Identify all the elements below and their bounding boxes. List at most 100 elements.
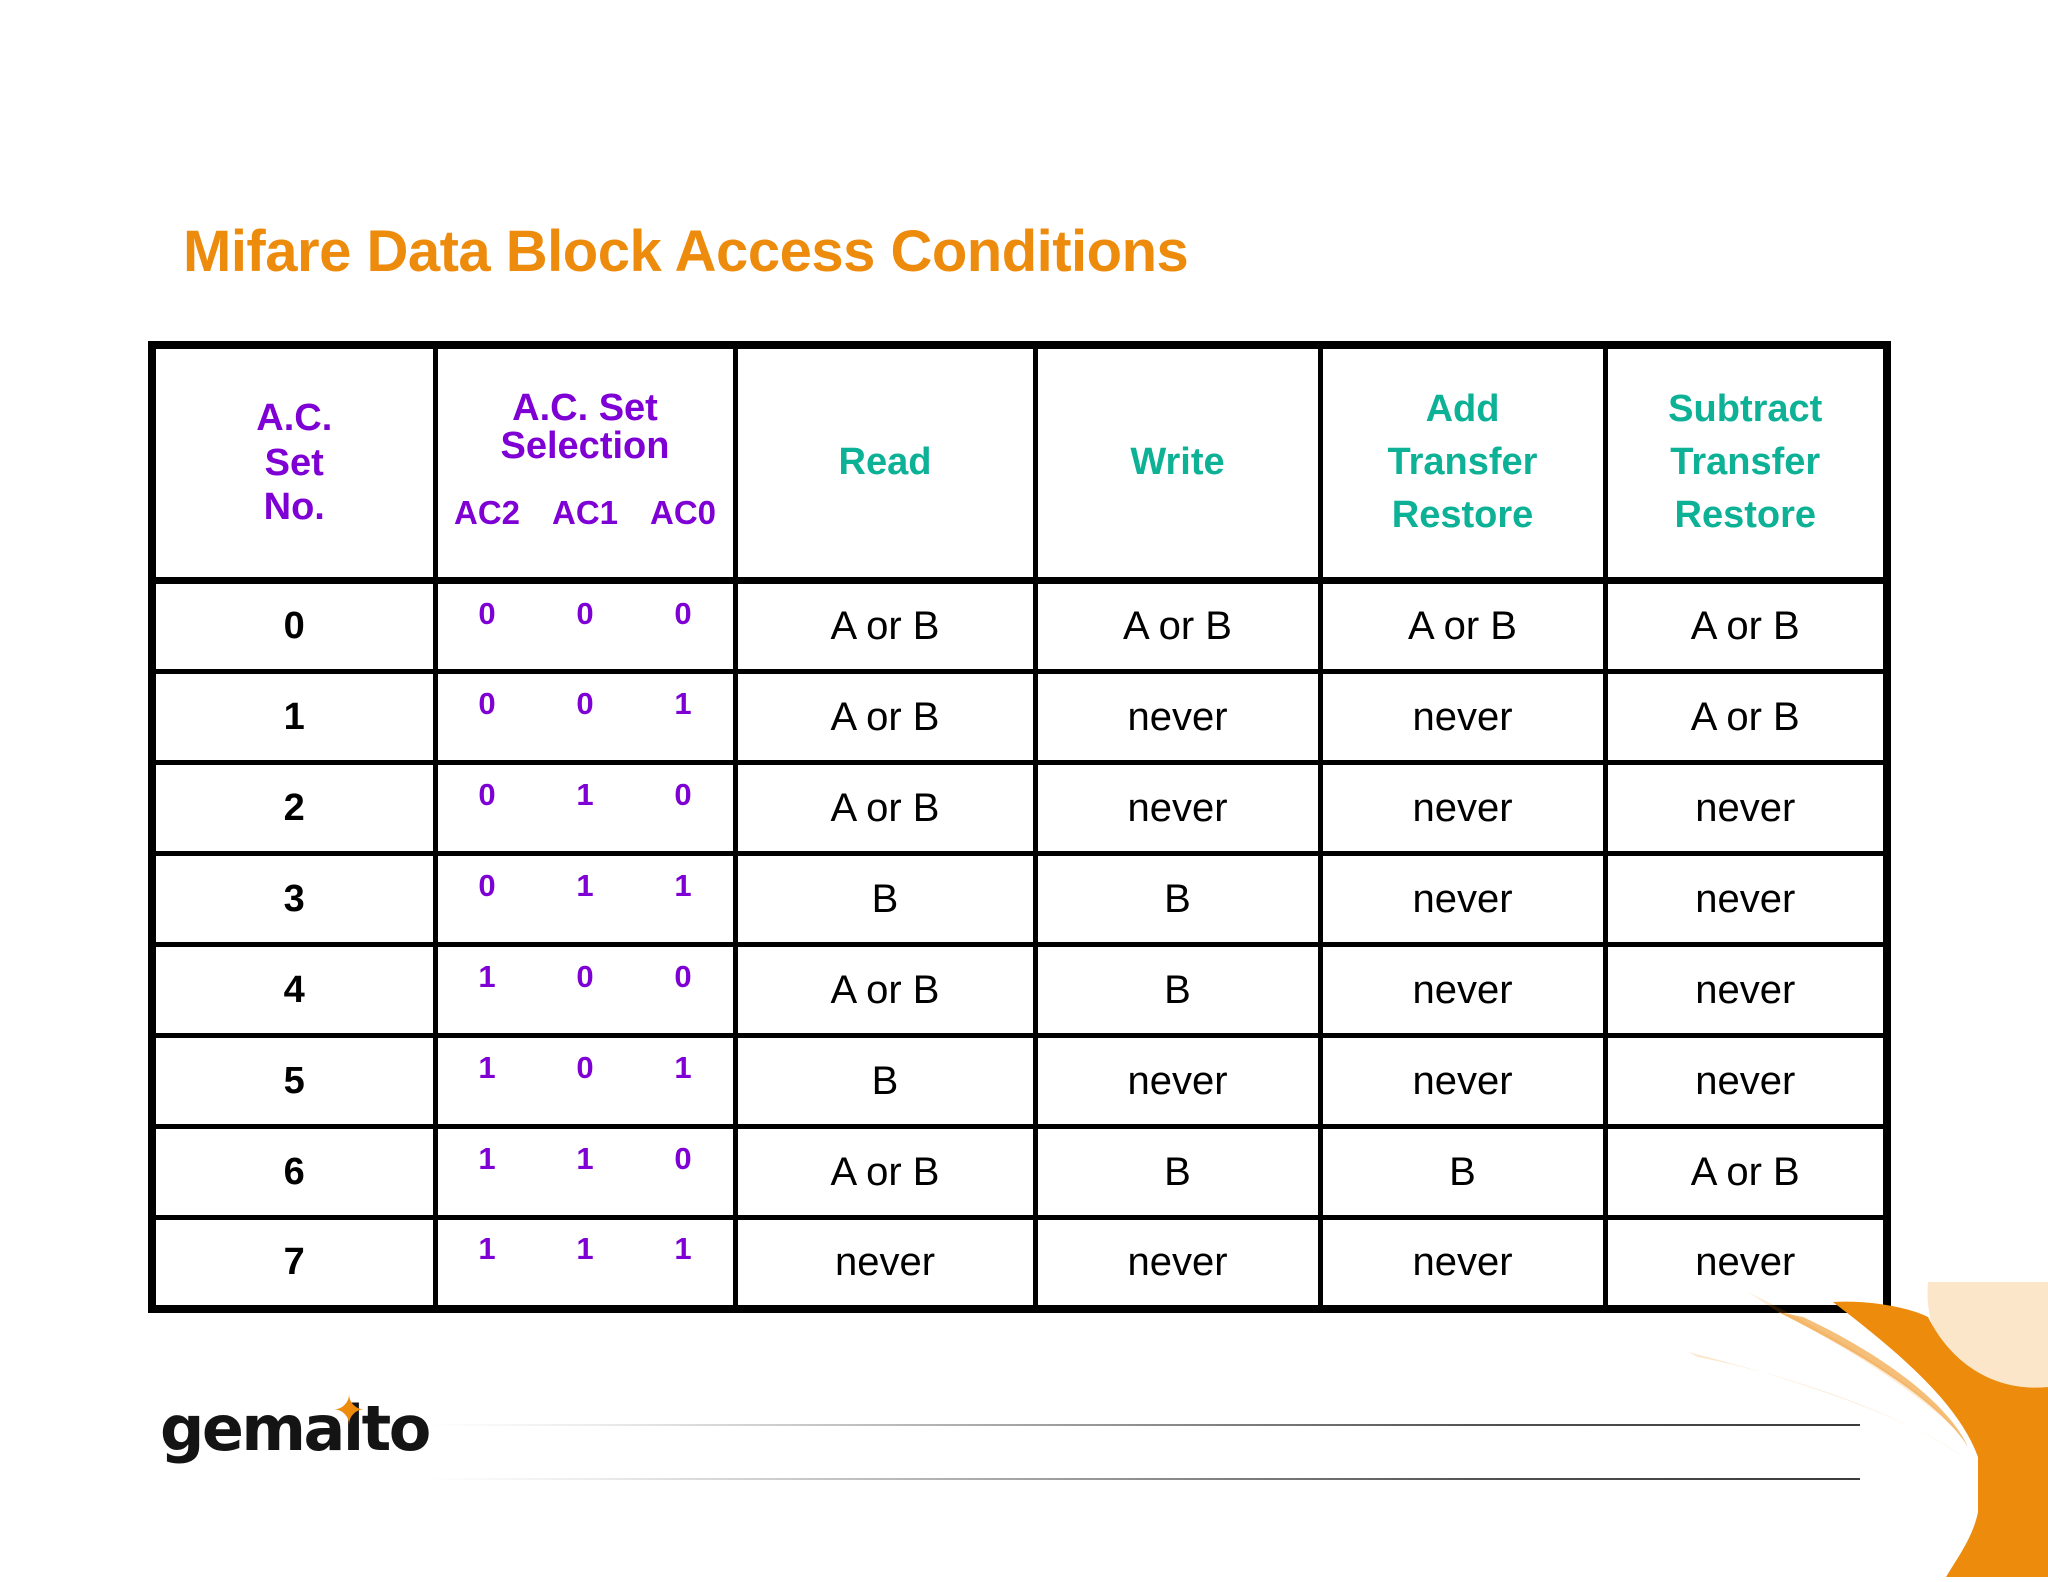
cell-bit-ac2: 1 bbox=[478, 959, 496, 994]
cell-ac-bits: 1 0 1 bbox=[435, 1035, 738, 1129]
cell-bit-ac2: 1 bbox=[478, 1050, 496, 1085]
cell-bit-ac1: 1 bbox=[576, 1141, 594, 1176]
cell-subtract: never bbox=[1605, 762, 1887, 856]
cell-read: A or B bbox=[735, 944, 1038, 1038]
swoosh-ray-4 bbox=[1927, 1282, 2048, 1412]
cell-write: never bbox=[1035, 1035, 1323, 1129]
header-bit-ac0: AC0 bbox=[649, 494, 717, 532]
cell-set-no: 1 bbox=[152, 671, 438, 765]
gemalto-wordmark: gemalto bbox=[160, 1392, 431, 1465]
cell-bit-ac2: 1 bbox=[478, 1141, 496, 1176]
cell-add: A or B bbox=[1320, 580, 1608, 674]
cell-subtract: never bbox=[1605, 1035, 1887, 1129]
gemalto-logo: gemalto ✦ bbox=[160, 1391, 431, 1488]
cell-subtract: A or B bbox=[1605, 580, 1887, 674]
cell-add: B bbox=[1320, 1126, 1608, 1220]
access-conditions-table: A.C. Set No. A.C. Set Selection AC2 AC1 … bbox=[148, 341, 1891, 1313]
cell-write: B bbox=[1035, 853, 1323, 947]
cell-bit-ac1: 0 bbox=[576, 595, 594, 631]
cell-bit-ac1: 1 bbox=[576, 868, 594, 903]
cell-bit-ac2: 1 bbox=[478, 1231, 496, 1267]
cell-read: A or B bbox=[735, 580, 1038, 674]
cell-bit-ac1: 0 bbox=[576, 959, 594, 994]
cell-bit-ac0: 0 bbox=[674, 777, 692, 812]
cell-set-no: 3 bbox=[152, 853, 438, 947]
cell-add: never bbox=[1320, 1217, 1608, 1309]
header-ac-set-no: A.C. Set No. bbox=[152, 345, 438, 584]
cell-read: A or B bbox=[735, 1126, 1038, 1220]
header-write: Write bbox=[1035, 345, 1323, 584]
cell-set-no: 0 bbox=[152, 580, 438, 674]
cell-subtract: never bbox=[1605, 944, 1887, 1038]
header-selection-line1: A.C. Set bbox=[512, 386, 658, 429]
cell-set-no: 2 bbox=[152, 762, 438, 856]
cell-bit-ac0: 1 bbox=[674, 1231, 692, 1267]
corner-swoosh-decoration bbox=[1688, 1282, 2048, 1577]
header-read: Read bbox=[735, 345, 1038, 584]
cell-set-no: 5 bbox=[152, 1035, 438, 1129]
cell-add: never bbox=[1320, 944, 1608, 1038]
cell-add: never bbox=[1320, 853, 1608, 947]
cell-set-no: 6 bbox=[152, 1126, 438, 1220]
header-subtract-line3: Restore bbox=[1674, 493, 1817, 536]
header-subtract-line1: Subtract bbox=[1668, 388, 1823, 431]
cell-add: never bbox=[1320, 671, 1608, 765]
header-ac-set-selection: A.C. Set Selection AC2 AC1 AC0 bbox=[435, 345, 738, 584]
header-selection-line2: Selection bbox=[500, 424, 670, 467]
cell-ac-bits: 1 1 1 bbox=[435, 1217, 738, 1309]
header-bit-ac1: AC1 bbox=[551, 494, 619, 532]
header-add-line1: Add bbox=[1425, 388, 1500, 431]
cell-ac-bits: 0 1 1 bbox=[435, 853, 738, 947]
swoosh-ray-2 bbox=[1688, 1352, 1963, 1457]
cell-write: never bbox=[1035, 671, 1323, 765]
footer-divider-top bbox=[430, 1424, 1860, 1426]
cell-subtract: A or B bbox=[1605, 1126, 1887, 1220]
cell-subtract: never bbox=[1605, 1217, 1887, 1309]
cell-bit-ac0: 0 bbox=[674, 1141, 692, 1176]
page-title: Mifare Data Block Access Conditions bbox=[183, 219, 1189, 284]
cell-write: never bbox=[1035, 1217, 1323, 1309]
header-bit-ac2: AC2 bbox=[453, 494, 521, 532]
cell-ac-bits: 1 1 0 bbox=[435, 1126, 738, 1220]
cell-write: A or B bbox=[1035, 580, 1323, 674]
star-icon: ✦ bbox=[332, 1389, 366, 1433]
cell-bit-ac2: 0 bbox=[478, 868, 496, 903]
cell-bit-ac0: 1 bbox=[674, 1050, 692, 1085]
cell-add: never bbox=[1320, 762, 1608, 856]
header-add-transfer-restore: Add Transfer Restore bbox=[1320, 345, 1608, 584]
cell-bit-ac2: 0 bbox=[478, 686, 496, 721]
cell-ac-bits: 1 0 0 bbox=[435, 944, 738, 1038]
cell-bit-ac1: 1 bbox=[576, 777, 594, 812]
header-read-label: Read bbox=[838, 441, 932, 484]
header-subtract-transfer-restore: Subtract Transfer Restore bbox=[1605, 345, 1887, 584]
cell-subtract: never bbox=[1605, 853, 1887, 947]
swoosh-ray-1 bbox=[1748, 1292, 1958, 1432]
cell-write: B bbox=[1035, 1126, 1323, 1220]
cell-bit-ac1: 1 bbox=[576, 1231, 594, 1267]
cell-bit-ac0: 0 bbox=[674, 959, 692, 994]
cell-set-no: 7 bbox=[152, 1217, 438, 1309]
header-write-label: Write bbox=[1130, 441, 1225, 484]
footer-divider-bottom bbox=[430, 1478, 1860, 1480]
table-header-row: A.C. Set No. A.C. Set Selection AC2 AC1 … bbox=[152, 345, 1887, 584]
cell-bit-ac1: 0 bbox=[576, 1050, 594, 1085]
cell-write: never bbox=[1035, 762, 1323, 856]
cell-bit-ac0: 1 bbox=[674, 868, 692, 903]
cell-bit-ac1: 0 bbox=[576, 686, 594, 721]
cell-read: B bbox=[735, 1035, 1038, 1129]
swoosh-main-body bbox=[1833, 1301, 2048, 1577]
cell-set-no: 4 bbox=[152, 944, 438, 1038]
cell-read: A or B bbox=[735, 671, 1038, 765]
header-ac-set-no-line3: No. bbox=[263, 486, 325, 529]
cell-read: never bbox=[735, 1217, 1038, 1309]
